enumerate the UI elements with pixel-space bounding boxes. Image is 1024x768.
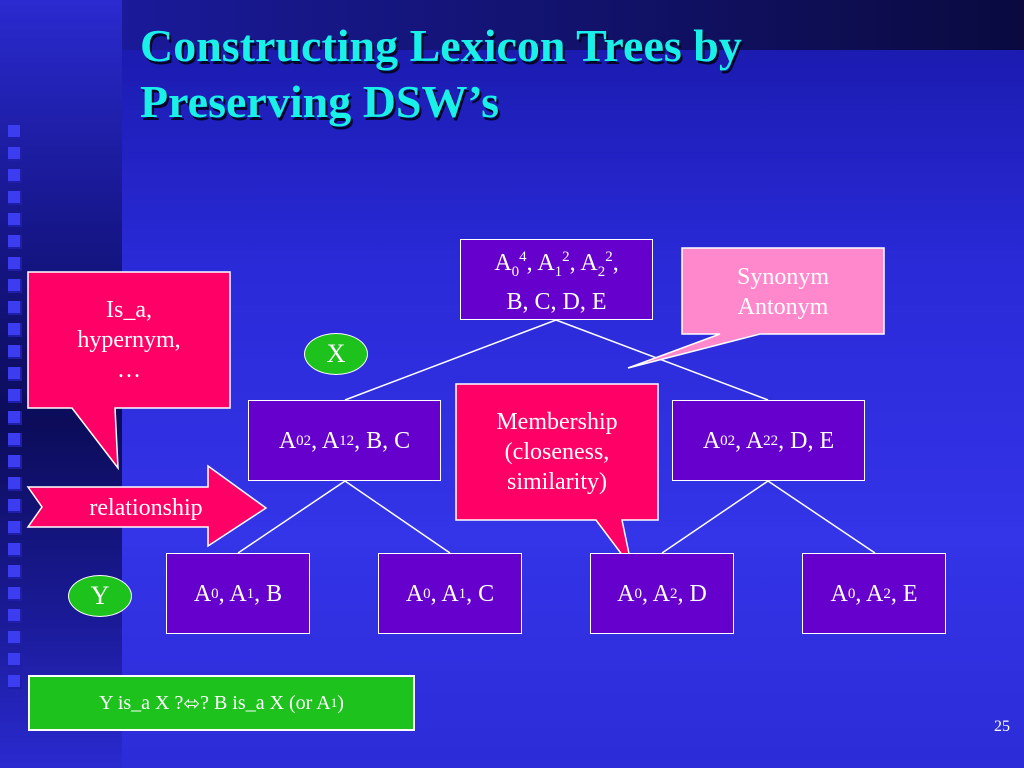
isa-line-3: …: [117, 357, 141, 383]
decorative-square: [8, 389, 22, 403]
synonym-callout-shape: [627, 247, 885, 369]
formula-close: ): [337, 691, 344, 714]
decorative-square: [8, 235, 22, 249]
decorative-square: [8, 631, 22, 645]
decorative-square: [8, 147, 22, 161]
isa-line-1: Is_a,: [106, 297, 152, 323]
edge-right-leaf3: [661, 480, 769, 554]
isa-callout-shape: [27, 271, 231, 471]
decorative-square: [8, 257, 22, 271]
slide-title: Constructing Lexicon Trees by Preserving…: [140, 18, 1000, 130]
y-label-oval: Y: [68, 575, 132, 617]
root-line-2: B, C, D, E: [506, 288, 607, 315]
decorative-square: [8, 125, 22, 139]
synonym-line-1: Synonym: [736, 264, 829, 290]
decorative-square: [8, 411, 22, 425]
edge-root-left: [344, 319, 557, 401]
synonym-callout: Synonym Antonym: [682, 252, 884, 332]
top-decorative-band: [122, 0, 1024, 50]
title-line-2: Preserving DSW’s: [140, 76, 500, 127]
membership-callout-shape: [455, 383, 659, 569]
decorative-square: [8, 169, 22, 183]
membership-line-1: Membership: [496, 409, 618, 435]
root-line-1: A04, A12, A22,: [494, 249, 619, 280]
decorative-square: [8, 345, 22, 359]
relationship-arrow-label: relationship: [89, 495, 203, 521]
decorative-square: [8, 609, 22, 623]
decorative-square: [8, 521, 22, 535]
formula-after: ? B is_a X (or A: [200, 691, 331, 714]
decorative-square: [8, 301, 22, 315]
decorative-square: [8, 499, 22, 513]
formula-sub: 1: [330, 695, 338, 710]
decorative-square: [8, 213, 22, 227]
decorative-square: [8, 587, 22, 601]
x-label-oval: X: [304, 333, 368, 375]
decorative-square: [8, 279, 22, 293]
decorative-square: [8, 543, 22, 557]
tree-root-node: A04, A12, A22, B, C, D, E: [460, 239, 653, 320]
edge-right-leaf4: [767, 480, 876, 554]
decorative-square: [8, 323, 22, 337]
decorative-square: [8, 477, 22, 491]
double-arrow-icon: ⬄: [183, 692, 201, 715]
decorative-square: [8, 433, 22, 447]
decorative-square: [8, 455, 22, 469]
decorative-square: [8, 653, 22, 667]
isa-line-2: hypernym,: [77, 327, 181, 353]
formula-before: Y is_a X ?: [99, 691, 184, 714]
decorative-square: [8, 565, 22, 579]
decorative-square: [8, 191, 22, 205]
edge-left-leaf1: [237, 480, 346, 554]
edge-left-leaf2: [344, 480, 451, 554]
page-number: 25: [994, 718, 1010, 735]
membership-line-3: similarity): [507, 469, 607, 495]
decorative-square: [8, 367, 22, 381]
synonym-line-2: Antonym: [737, 294, 829, 320]
title-line-1: Constructing Lexicon Trees by: [140, 20, 742, 71]
isa-callout: Is_a, hypernym, …: [28, 276, 230, 404]
relationship-arrow-shape: [26, 464, 268, 548]
membership-line-2: (closeness,: [504, 439, 610, 465]
membership-callout: Membership (closeness, similarity): [456, 388, 658, 516]
decorative-square: [8, 675, 22, 689]
